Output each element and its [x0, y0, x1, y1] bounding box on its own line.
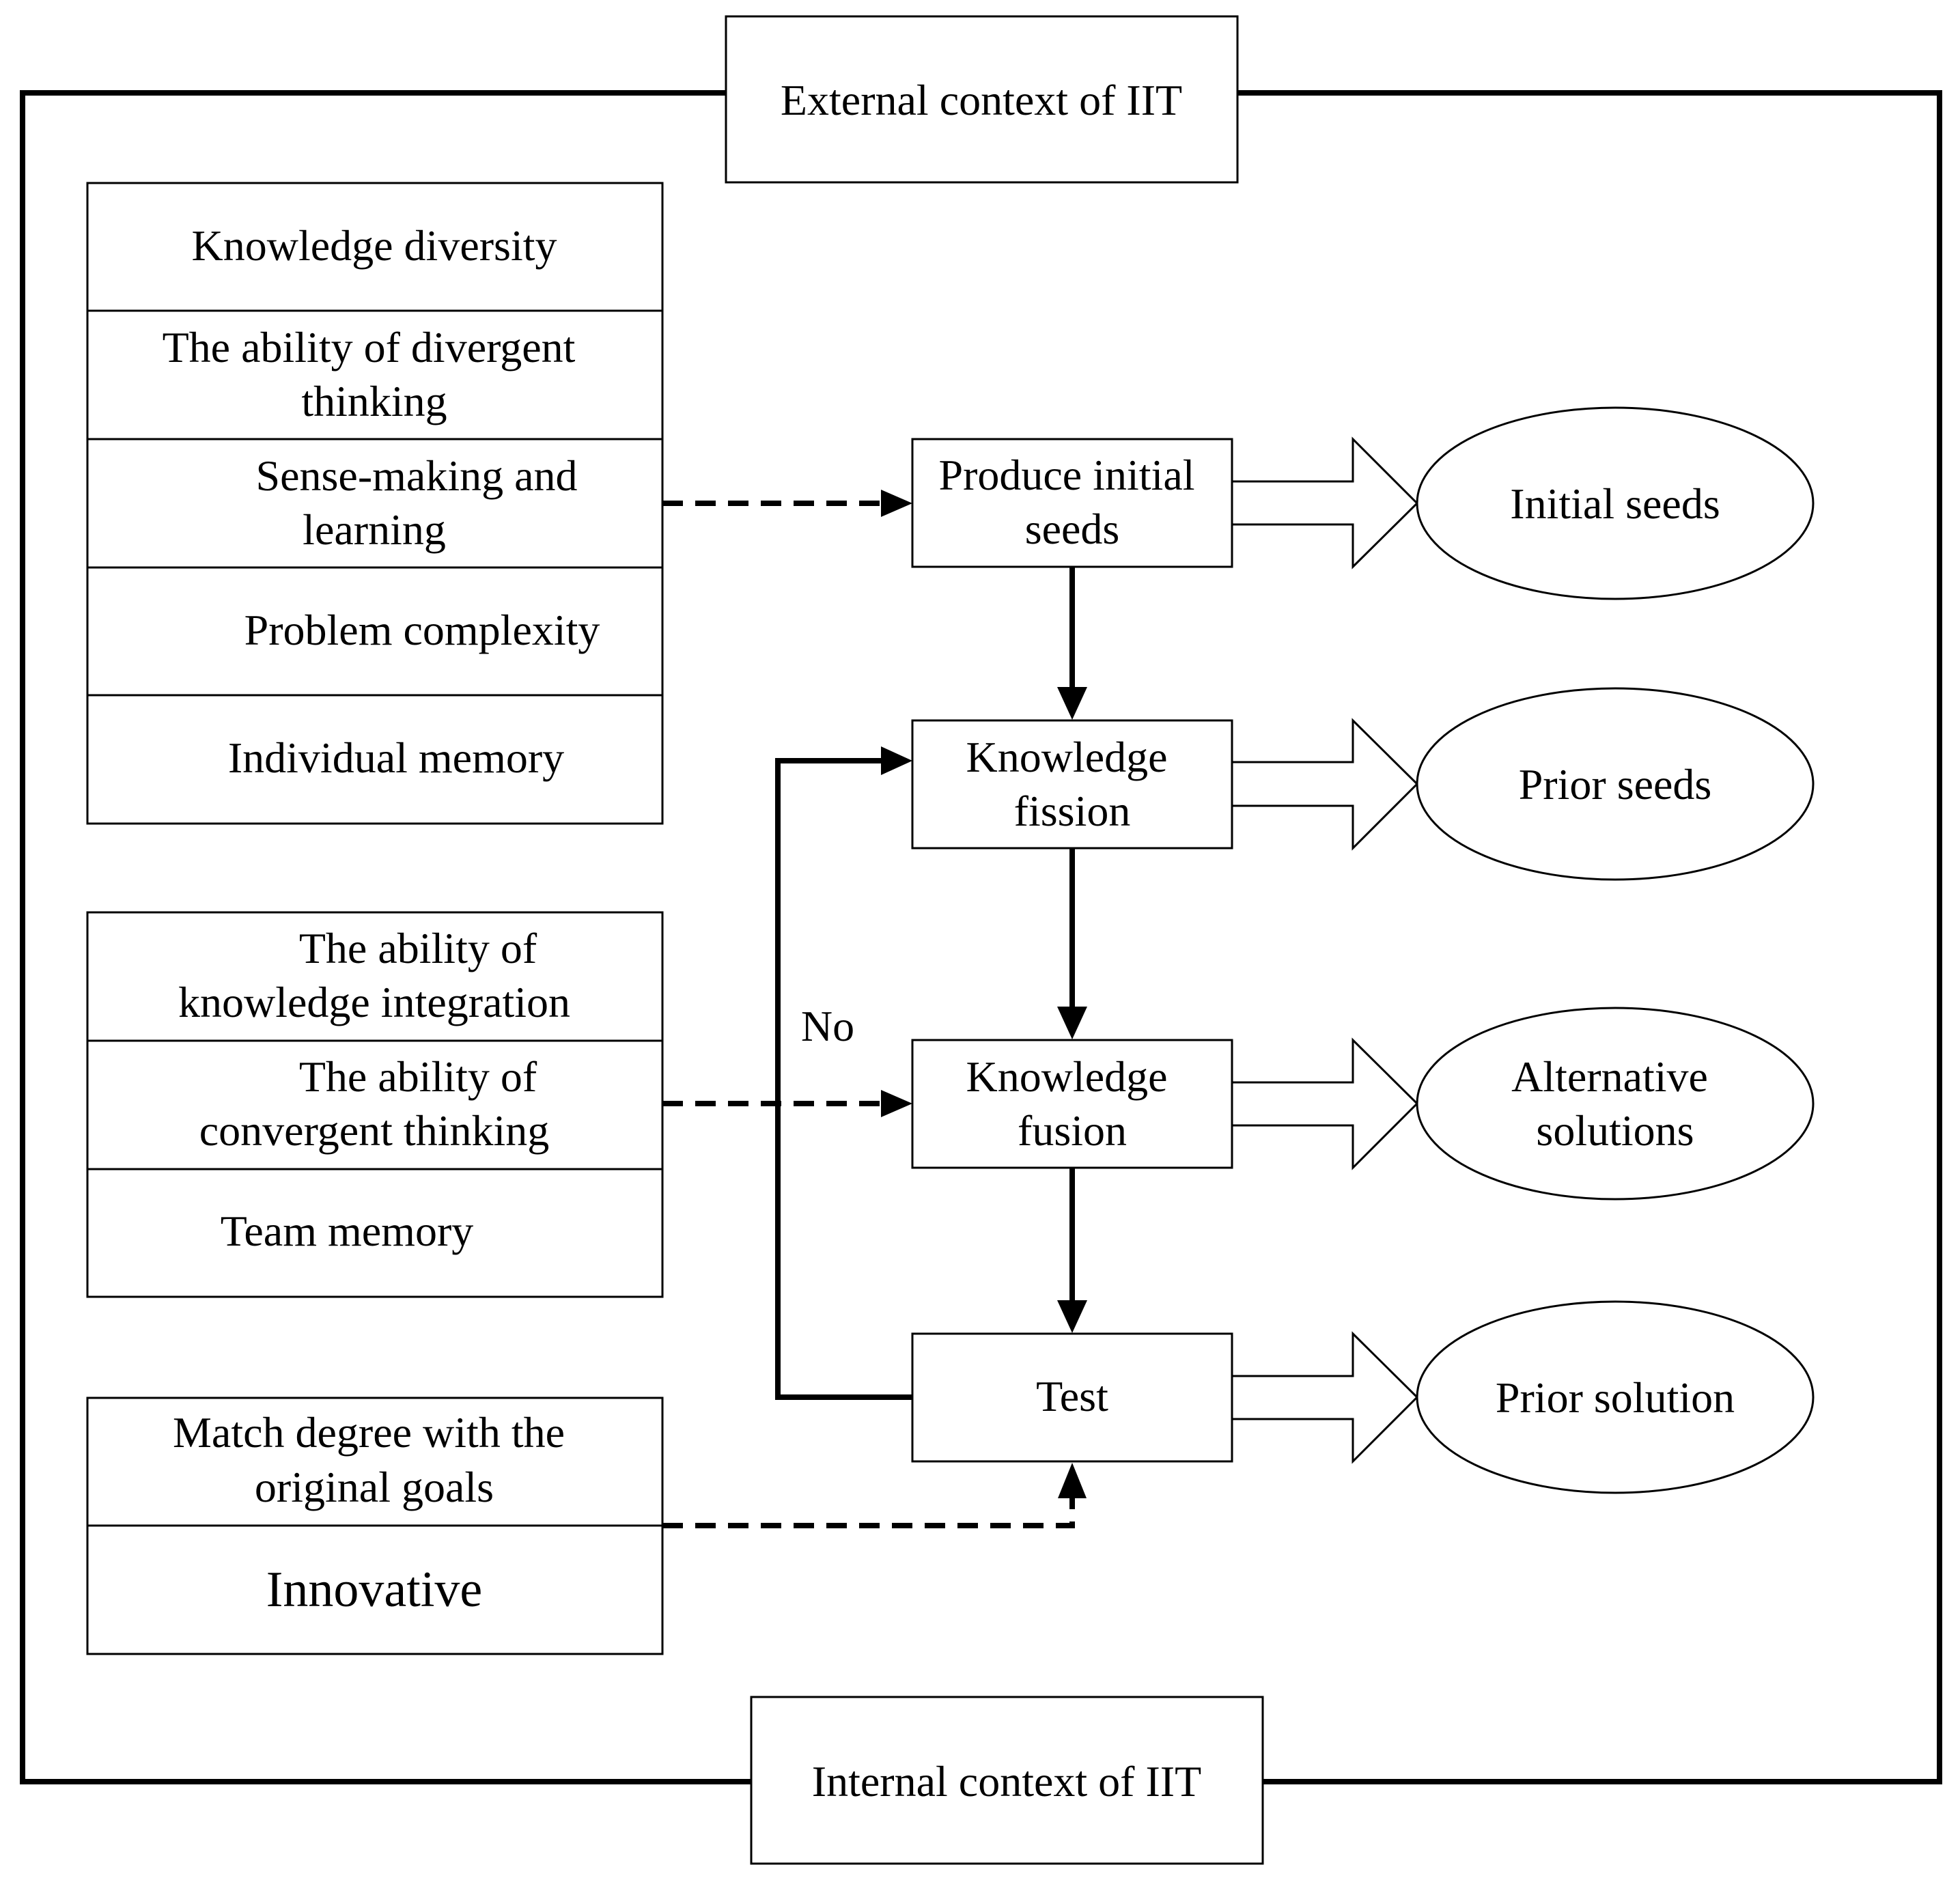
- factor-group-individual: Knowledge diversity The ability of diver…: [86, 182, 664, 825]
- factor-label-match-degree: Match degree with the original goals: [173, 1408, 576, 1511]
- process-step-label: Produce initial seeds: [938, 451, 1205, 553]
- dashed-arrow-factors-to-produce: [662, 490, 912, 517]
- factor-label-individual-memory: Individual memory: [228, 733, 564, 782]
- output-prior-seeds: Prior seeds: [1416, 687, 1815, 881]
- output-label: Initial seeds: [1510, 479, 1720, 528]
- factor-label-convergent-thinking: The ability of convergent thinking: [199, 1052, 550, 1155]
- factor-cell: [86, 182, 664, 312]
- factor-label-problem-complexity: Problem complexity: [244, 606, 600, 654]
- factor-cell: [86, 1397, 664, 1527]
- output-label: Prior solution: [1496, 1373, 1735, 1422]
- process-step-label: Test: [1036, 1372, 1108, 1420]
- factor-label-divergent-thinking: The ability of divergent thinking: [163, 323, 587, 425]
- process-step-label: Knowledge fusion: [966, 1052, 1178, 1155]
- factor-cell: [86, 1168, 664, 1298]
- process-step-knowledge-fusion: Knowledge fusion: [911, 1039, 1233, 1169]
- dashed-arrow-factors-to-test: [662, 1463, 1087, 1528]
- loop-label-no: No: [801, 1002, 854, 1050]
- internal-context-box: Internal context of IIT: [750, 1696, 1264, 1865]
- factor-cell: [86, 309, 664, 440]
- factor-group-team: The ability of knowledge integration The…: [86, 911, 664, 1298]
- hollow-arrow-initial-seeds: [1231, 436, 1419, 570]
- process-step-knowledge-fission: Knowledge fission: [911, 719, 1233, 850]
- output-initial-seeds: Initial seeds: [1416, 406, 1815, 600]
- factor-label-knowledge-diversity: Knowledge diversity: [192, 221, 557, 270]
- factor-cell: [86, 1524, 664, 1655]
- process-step-test: Test: [911, 1332, 1233, 1463]
- hollow-arrow-prior-seeds: [1231, 718, 1419, 851]
- output-label: Alternative solutions: [1511, 1052, 1719, 1155]
- factor-cell: [86, 911, 664, 1042]
- factor-cell: [86, 1039, 664, 1170]
- arrow-produce-to-fission: [1057, 567, 1087, 720]
- output-prior-solution: Prior solution: [1416, 1300, 1815, 1494]
- feedback-loop-arrow: [775, 746, 914, 1400]
- process-step-label: Knowledge fission: [966, 733, 1178, 835]
- internal-context-label: Internal context of IIT: [812, 1757, 1201, 1806]
- factor-group-evaluation: Match degree with the original goals Inn…: [86, 1397, 664, 1655]
- hollow-arrow-alternative-solutions: [1231, 1037, 1419, 1170]
- arrow-fusion-to-test: [1057, 1168, 1087, 1333]
- dashed-arrow-factors-to-fusion: [662, 1090, 912, 1117]
- output-alternative-solutions: Alternative solutions: [1416, 1007, 1815, 1201]
- process-step-produce-initial-seeds: Produce initial seeds: [911, 438, 1233, 568]
- factor-label-team-memory: Team memory: [221, 1207, 474, 1255]
- factor-label-sense-making: Sense-making and learning: [256, 451, 589, 554]
- factor-label-knowledge-integration: The ability of knowledge integration: [178, 924, 570, 1026]
- external-context-label: External context of IIT: [781, 76, 1182, 124]
- hollow-arrow-prior-solution: [1231, 1331, 1419, 1464]
- factor-cell: [86, 694, 664, 825]
- arrow-fission-to-fusion: [1057, 848, 1087, 1039]
- output-label: Prior seeds: [1519, 760, 1712, 809]
- external-context-box: External context of IIT: [725, 15, 1239, 184]
- factor-cell: [86, 566, 664, 697]
- factor-label-innovative: Innovative: [266, 1562, 482, 1618]
